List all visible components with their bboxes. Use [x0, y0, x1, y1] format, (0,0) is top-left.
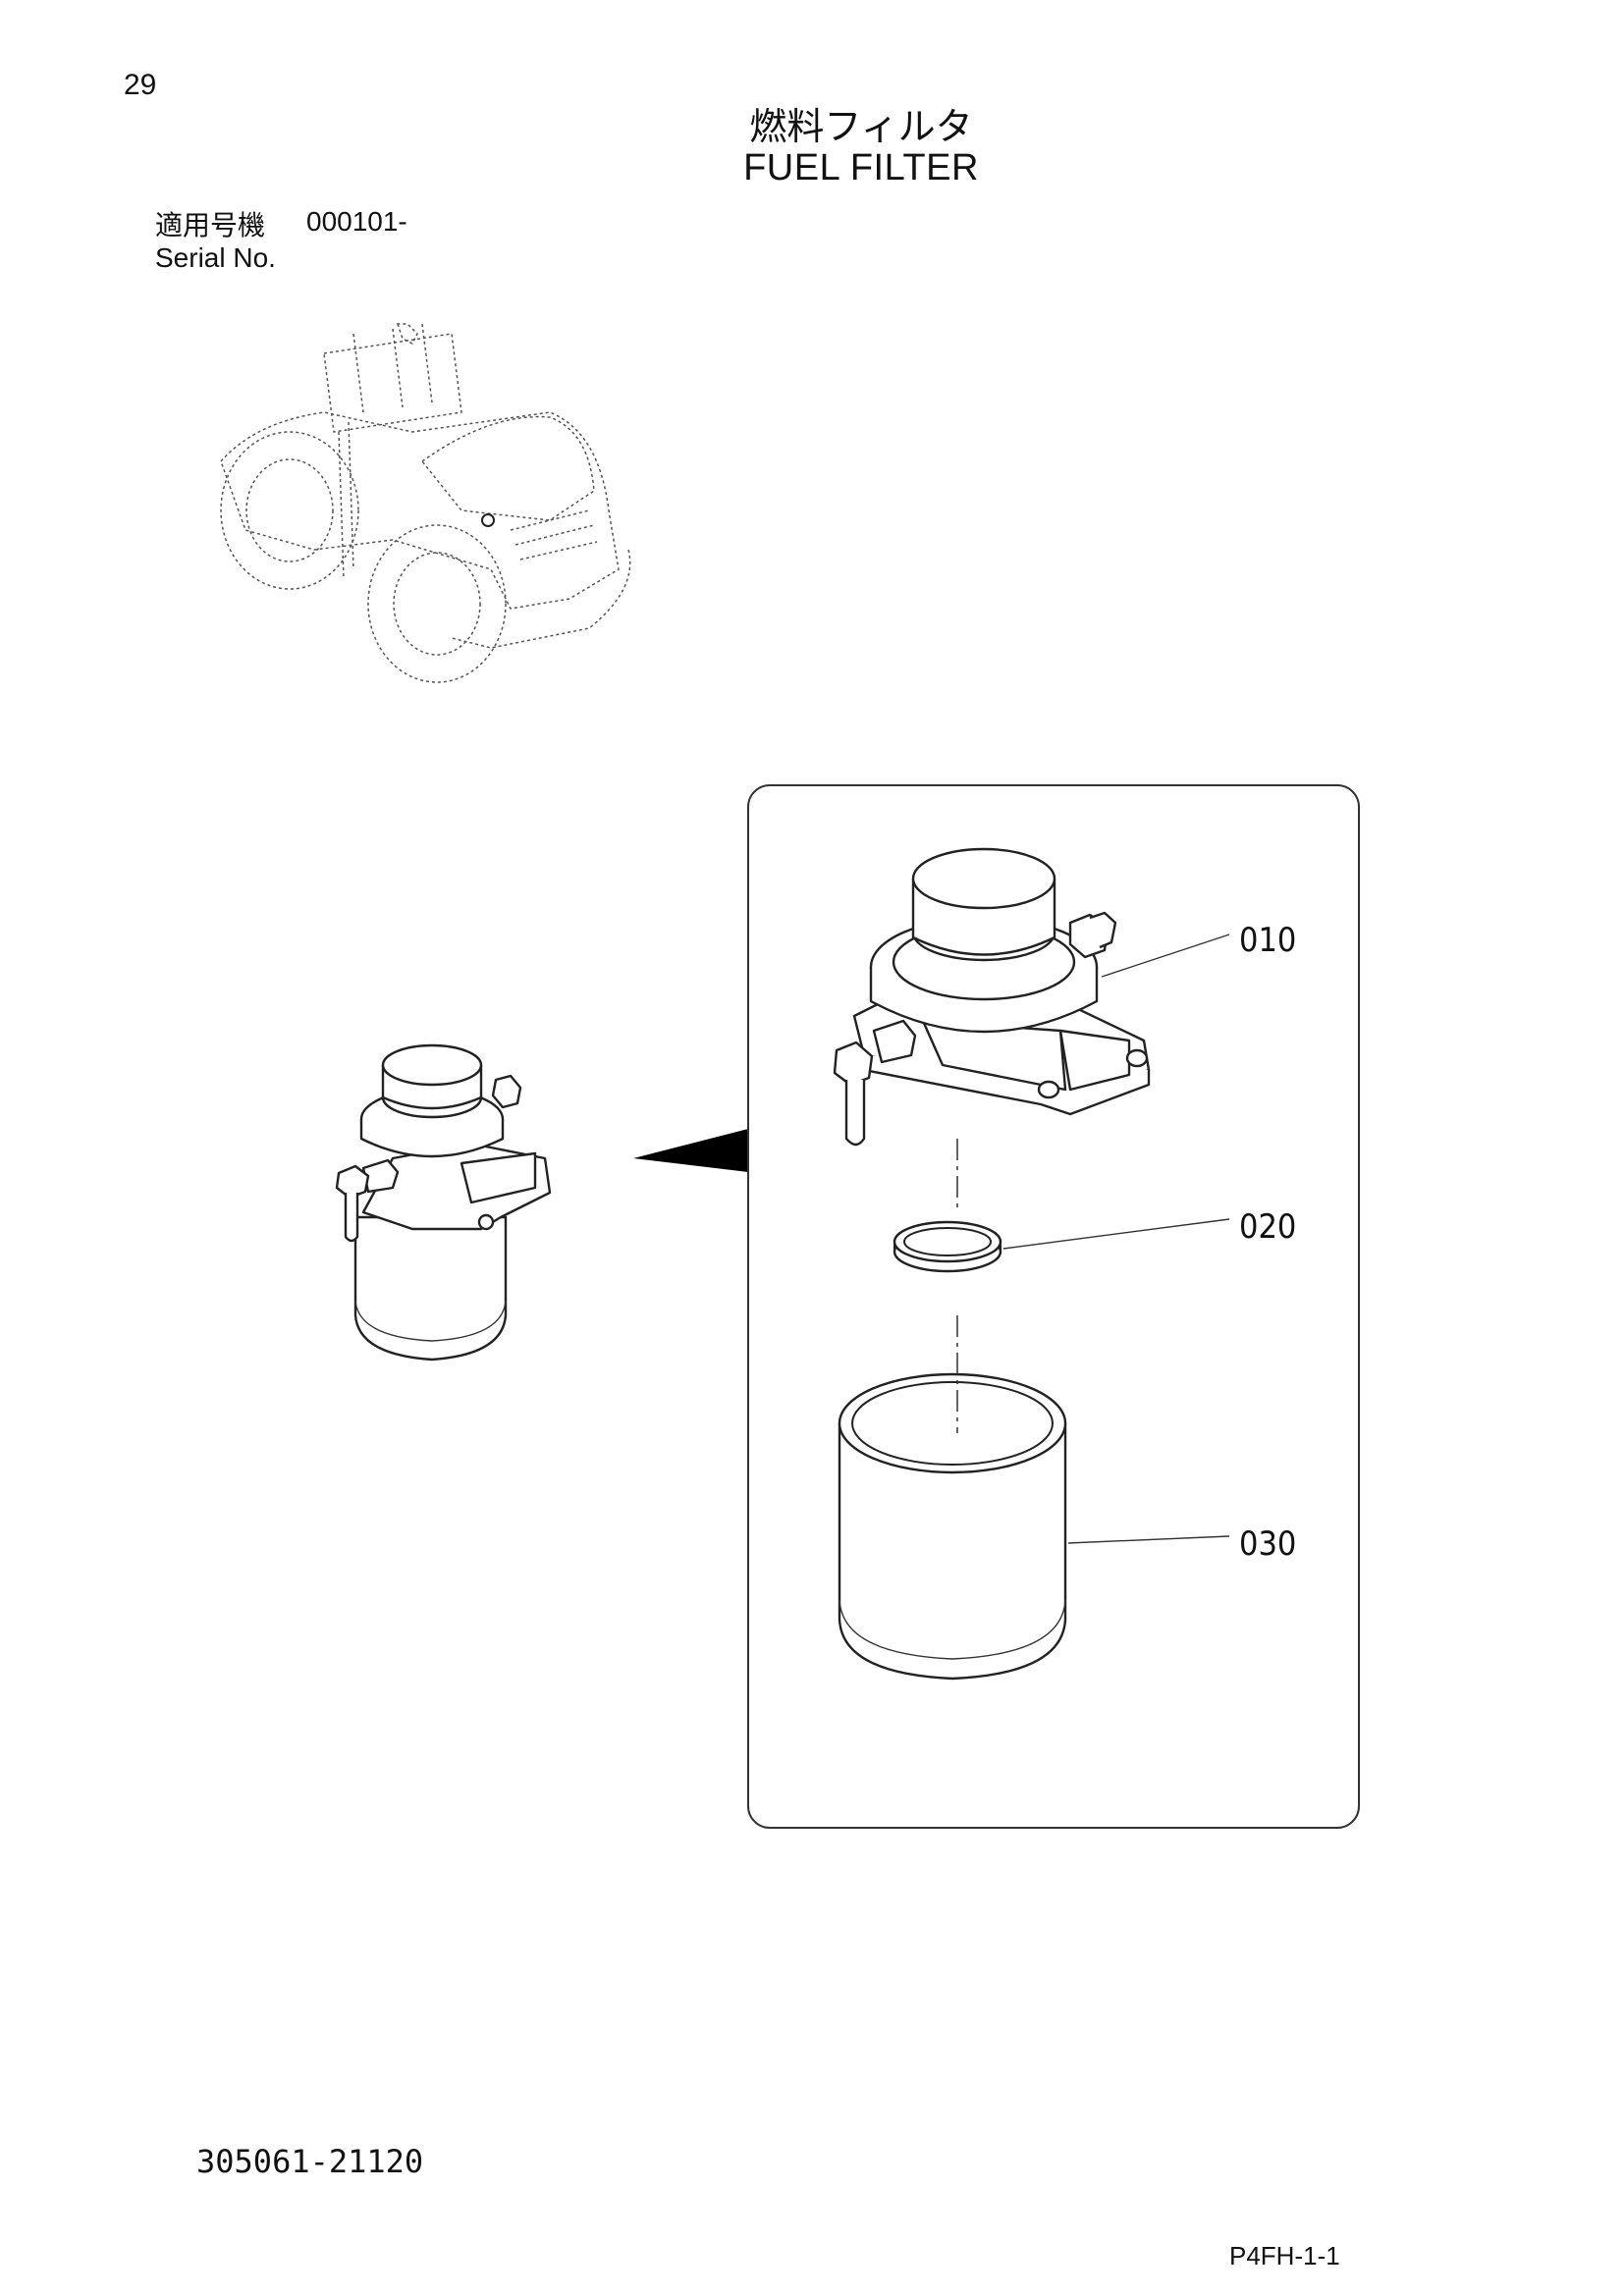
leader-010	[1101, 934, 1230, 978]
callout-010: 010	[1239, 921, 1297, 960]
page-title-jp: 燃料フィルタ	[749, 105, 973, 148]
page-number: 29	[124, 69, 157, 101]
callout-030: 030	[1239, 1524, 1297, 1564]
document-code: 305061-21120	[196, 2143, 424, 2180]
assembled-filter-illustration	[335, 1043, 552, 1362]
part-010-filter-head	[833, 847, 1151, 1147]
leader-020	[1002, 1218, 1230, 1250]
detail-frame	[747, 784, 1360, 1829]
serial-label-jp: 適用号機	[155, 209, 266, 241]
leader-030	[1067, 1535, 1230, 1544]
callout-020: 020	[1239, 1207, 1297, 1247]
part-020-seal-ring	[893, 1220, 1002, 1273]
serial-label-en: Serial No.	[155, 242, 276, 273]
part-030-filter-element	[838, 1372, 1067, 1681]
detail-arrow	[633, 1129, 748, 1172]
page-title-en: FUEL FILTER	[743, 147, 979, 188]
page-id: P4FH-1-1	[1229, 2241, 1340, 2270]
serial-range: 000101-	[306, 206, 407, 237]
machine-overview-illustration	[220, 323, 631, 683]
